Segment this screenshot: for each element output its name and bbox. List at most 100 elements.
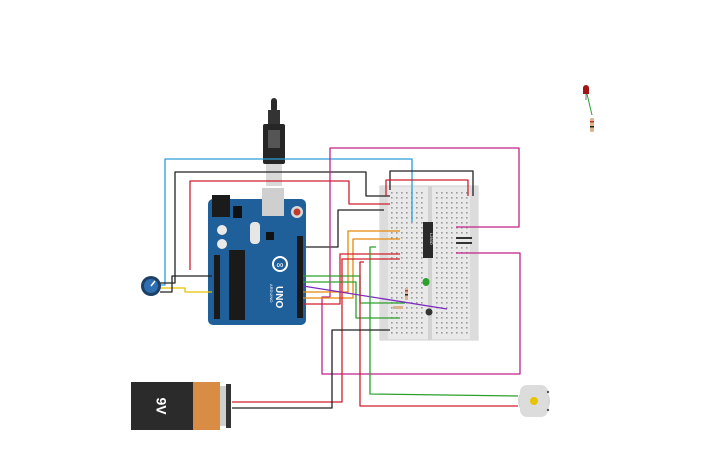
breadboard-hole bbox=[416, 287, 418, 289]
breadboard-hole bbox=[396, 287, 398, 289]
breadboard-hole bbox=[441, 227, 443, 229]
breadboard-hole bbox=[391, 192, 393, 194]
breadboard-hole bbox=[416, 312, 418, 314]
breadboard-hole bbox=[411, 257, 413, 259]
breadboard-hole bbox=[391, 327, 393, 329]
breadboard-hole bbox=[451, 332, 453, 334]
breadboard-hole bbox=[421, 222, 423, 224]
potentiometer-icon[interactable] bbox=[141, 276, 161, 296]
breadboard-hole bbox=[421, 282, 423, 284]
breadboard-hole bbox=[446, 217, 448, 219]
green-led-icon[interactable] bbox=[422, 278, 430, 286]
breadboard-hole bbox=[406, 202, 408, 204]
breadboard-hole bbox=[411, 232, 413, 234]
breadboard-hole bbox=[391, 312, 393, 314]
breadboard-hole bbox=[451, 237, 453, 239]
breadboard[interactable] bbox=[379, 185, 479, 341]
breadboard-hole bbox=[406, 247, 408, 249]
led-red-icon[interactable] bbox=[583, 85, 593, 116]
breadboard-hole bbox=[461, 272, 463, 274]
breadboard-hole bbox=[446, 197, 448, 199]
breadboard-hole bbox=[396, 277, 398, 279]
dc-motor-icon[interactable] bbox=[518, 385, 550, 417]
breadboard-hole bbox=[436, 257, 438, 259]
breadboard-hole bbox=[461, 327, 463, 329]
breadboard-hole bbox=[446, 292, 448, 294]
breadboard-hole bbox=[466, 267, 468, 269]
breadboard-hole bbox=[411, 332, 413, 334]
breadboard-hole bbox=[421, 277, 423, 279]
breadboard-hole bbox=[401, 222, 403, 224]
breadboard-hole bbox=[441, 212, 443, 214]
breadboard-hole bbox=[446, 222, 448, 224]
motor-driver-ic[interactable]: L293D bbox=[423, 222, 434, 258]
breadboard-hole bbox=[466, 297, 468, 299]
resistor-icon[interactable] bbox=[393, 306, 403, 309]
breadboard-hole bbox=[436, 207, 438, 209]
wire-red-top bbox=[189, 180, 390, 270]
breadboard-hole bbox=[456, 287, 458, 289]
breadboard-hole bbox=[436, 297, 438, 299]
breadboard-hole bbox=[436, 212, 438, 214]
breadboard-hole bbox=[401, 317, 403, 319]
nine-volt-battery[interactable]: 9V bbox=[131, 382, 231, 430]
breadboard-hole bbox=[451, 287, 453, 289]
breadboard-hole bbox=[436, 192, 438, 194]
breadboard-hole bbox=[461, 277, 463, 279]
breadboard-hole bbox=[456, 327, 458, 329]
breadboard-hole bbox=[391, 197, 393, 199]
breadboard-hole bbox=[421, 242, 423, 244]
wire-black-batt bbox=[232, 329, 390, 409]
breadboard-hole bbox=[406, 307, 408, 309]
wire-magenta-top bbox=[329, 147, 520, 297]
pushbutton-icon[interactable] bbox=[425, 308, 433, 316]
breadboard-hole bbox=[406, 272, 408, 274]
breadboard-hole bbox=[416, 212, 418, 214]
breadboard-hole bbox=[406, 282, 408, 284]
breadboard-hole bbox=[421, 192, 423, 194]
breadboard-hole bbox=[451, 192, 453, 194]
breadboard-hole bbox=[421, 232, 423, 234]
breadboard-hole bbox=[416, 232, 418, 234]
breadboard-hole bbox=[456, 192, 458, 194]
breadboard-hole bbox=[391, 257, 393, 259]
breadboard-hole bbox=[446, 327, 448, 329]
wire-green-motor bbox=[369, 246, 519, 397]
breadboard-hole bbox=[401, 237, 403, 239]
breadboard-hole bbox=[436, 227, 438, 229]
breadboard-hole bbox=[396, 327, 398, 329]
breadboard-hole bbox=[451, 212, 453, 214]
breadboard-hole bbox=[401, 322, 403, 324]
breadboard-hole bbox=[441, 267, 443, 269]
breadboard-hole bbox=[416, 237, 418, 239]
breadboard-hole bbox=[451, 242, 453, 244]
breadboard-hole bbox=[461, 232, 463, 234]
breadboard-hole bbox=[411, 307, 413, 309]
breadboard-hole bbox=[406, 277, 408, 279]
breadboard-hole bbox=[416, 197, 418, 199]
breadboard-hole bbox=[451, 302, 453, 304]
breadboard-hole bbox=[421, 297, 423, 299]
breadboard-hole bbox=[456, 207, 458, 209]
breadboard-hole bbox=[456, 322, 458, 324]
resistor-icon[interactable] bbox=[405, 288, 408, 300]
breadboard-hole bbox=[411, 247, 413, 249]
usb-port bbox=[262, 188, 284, 216]
breadboard-hole bbox=[466, 282, 468, 284]
breadboard-hole bbox=[421, 202, 423, 204]
usb-cable-icon[interactable] bbox=[263, 98, 285, 186]
breadboard-hole bbox=[456, 197, 458, 199]
breadboard-hole bbox=[441, 252, 443, 254]
breadboard-hole bbox=[421, 237, 423, 239]
arduino-uno-board[interactable]: ∞ UNO ARDUINO bbox=[208, 188, 306, 325]
breadboard-hole bbox=[421, 257, 423, 259]
reset-button[interactable] bbox=[293, 208, 301, 216]
breadboard-hole bbox=[441, 207, 443, 209]
breadboard-hole bbox=[466, 207, 468, 209]
breadboard-hole bbox=[406, 222, 408, 224]
breadboard-hole bbox=[446, 322, 448, 324]
breadboard-hole bbox=[441, 247, 443, 249]
breadboard-hole bbox=[446, 207, 448, 209]
resistor-icon[interactable] bbox=[590, 118, 594, 132]
breadboard-hole bbox=[466, 212, 468, 214]
